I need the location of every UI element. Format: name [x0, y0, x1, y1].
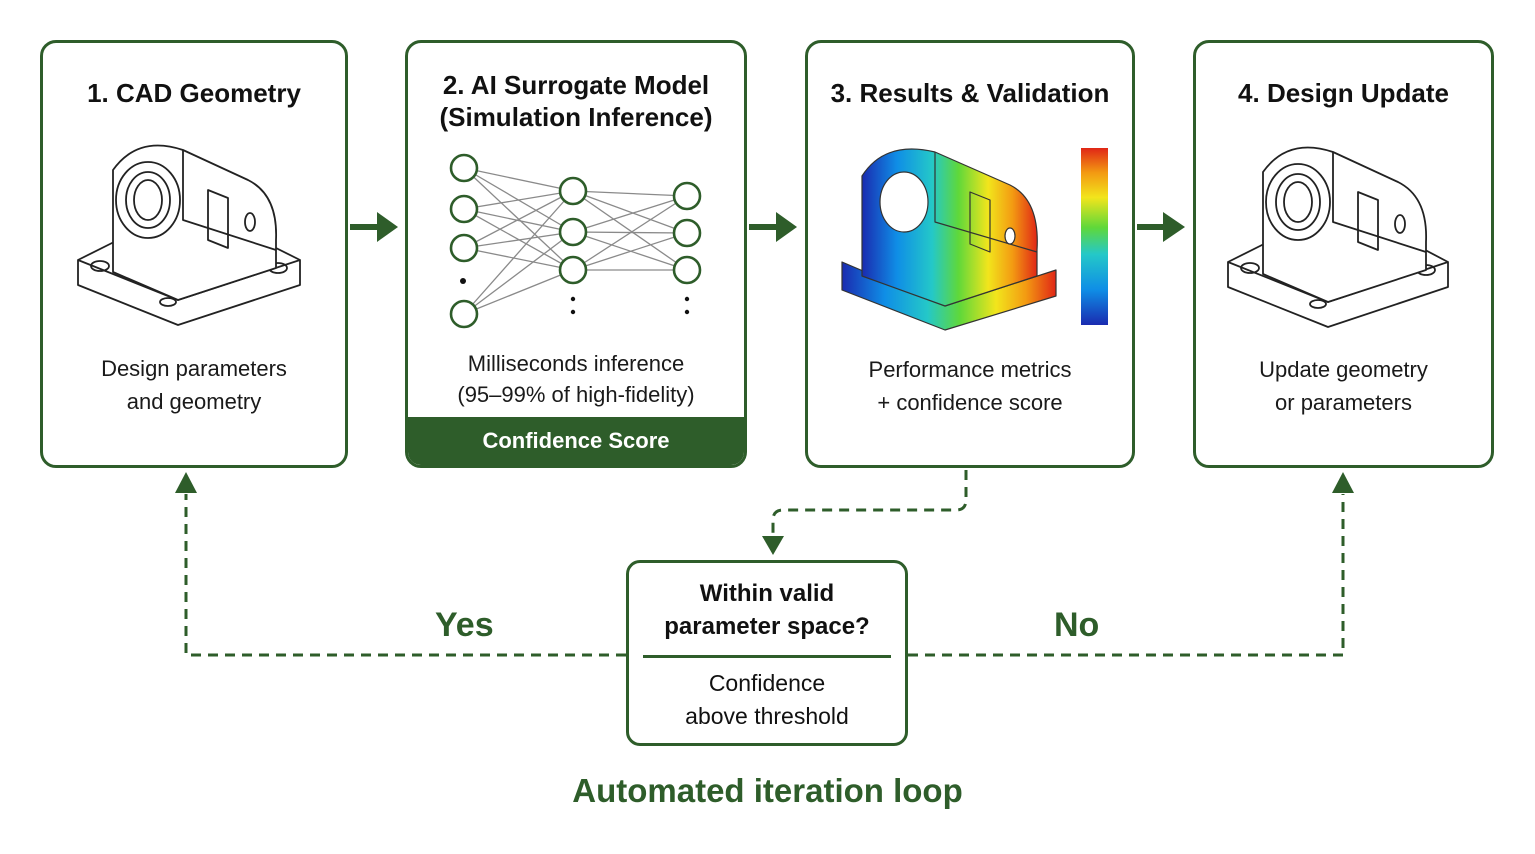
decision-divider	[643, 655, 891, 658]
step-3-desc-line1: Performance metrics	[868, 357, 1072, 382]
decision-question: Within valid parameter space?	[629, 577, 905, 643]
decision-box: Within valid parameter space? Confidence…	[626, 560, 908, 746]
feedback-arrowheads	[175, 472, 1354, 555]
decision-arrowhead	[762, 536, 784, 555]
step-2-title-line2: (Simulation Inference)	[439, 102, 713, 132]
results-to-decision-line	[771, 470, 968, 538]
step-3-title: 3. Results & Validation	[830, 78, 1110, 108]
no-arrowhead	[1332, 472, 1354, 493]
no-branch-label: No	[1054, 606, 1100, 644]
confidence-score-badge: Confidence Score	[408, 417, 744, 465]
color-scale-bar	[1081, 148, 1108, 325]
feedback-loop-lines	[184, 470, 1345, 657]
step-4-desc-line2: or parameters	[1275, 390, 1412, 415]
yes-arrowhead	[175, 472, 197, 493]
yes-loop-line	[184, 494, 626, 657]
step-4-desc-line1: Update geometry	[1259, 357, 1428, 382]
step-2-title: 2. AI Surrogate Model (Simulation Infere…	[408, 69, 744, 133]
step-2-title-line1: 2. AI Surrogate Model	[442, 70, 710, 100]
arrow-step1-to-step2	[350, 212, 398, 242]
step-2-desc-line1: Milliseconds inference	[467, 351, 685, 376]
decision-question-line2: parameter space?	[664, 613, 870, 640]
step-2-desc-line2: (95–99% of high-fidelity)	[457, 382, 695, 407]
decision-question-line1: Within valid	[699, 580, 835, 607]
stress-heatmap-icon	[841, 148, 1057, 331]
step-3-description: Performance metrics + confidence score	[808, 353, 1132, 419]
step-4-title: 4. Design Update	[1238, 78, 1449, 108]
arrow-step2-to-step3	[749, 212, 797, 242]
loop-caption: Automated iteration loop	[572, 772, 963, 809]
cad-part-icon	[77, 144, 301, 326]
step-2-description: Milliseconds inference (95–99% of high-f…	[408, 348, 744, 410]
step-4-description: Update geometry or parameters	[1196, 353, 1491, 419]
yes-branch-label: Yes	[435, 606, 494, 644]
decision-criterion-line1: Confidence	[708, 670, 826, 696]
flow-arrows	[350, 212, 1185, 242]
step-1-desc-line1: Design parameters	[101, 356, 287, 381]
updated-cad-part-icon	[1227, 146, 1449, 328]
neural-network-icon	[449, 153, 702, 329]
step-1-desc-line2: and geometry	[126, 389, 262, 414]
no-loop-line	[908, 494, 1345, 657]
step-3-desc-line2: + confidence score	[877, 390, 1063, 415]
step-1-description: Design parameters and geometry	[43, 352, 345, 418]
step-1-title: 1. CAD Geometry	[87, 78, 301, 108]
decision-criterion: Confidence above threshold	[629, 667, 905, 733]
arrow-step3-to-step4	[1137, 212, 1185, 242]
decision-criterion-line2: above threshold	[685, 703, 849, 729]
